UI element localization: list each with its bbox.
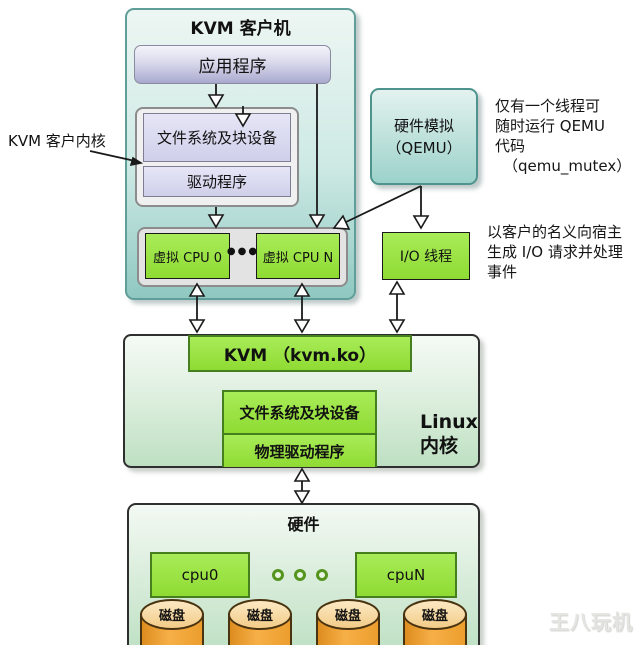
- guest-driver-box: 驱动程序: [143, 166, 291, 197]
- ellipsis-dots: ●●●: [226, 246, 260, 257]
- virtual-cpu0-box: 虚拟 CPU 0: [145, 233, 230, 279]
- watermark: 王八玩机: [549, 610, 633, 634]
- arrow-qemu-to-vcpu: [345, 185, 422, 223]
- qemu-note-line1: 仅有一个线程可: [495, 97, 601, 115]
- qemu-box-line2: （QEMU）: [386, 138, 462, 157]
- linux-kernel-label: Linux 内核: [420, 410, 482, 458]
- guest-filesystem-box: 文件系统及块设备: [143, 113, 291, 162]
- qemu-note-line2: 随时运行 QEMU: [495, 117, 605, 135]
- io-thread-box: I/O 线程: [382, 232, 470, 280]
- guest-kernel-label: KVM 客户内核: [8, 132, 106, 150]
- application-box: 应用程序: [134, 45, 331, 84]
- io-note-line1: 以客户的名义向宿主: [487, 223, 623, 241]
- hardware-title: 硬件: [287, 515, 320, 534]
- disk-label: 磁盘: [403, 599, 467, 630]
- linux-filesystem-box: 文件系统及块设备: [224, 392, 375, 435]
- qemu-box: 硬件模拟 （QEMU）: [370, 88, 478, 185]
- linux-driver-box: 物理驱动程序: [224, 435, 375, 467]
- qemu-note: 仅有一个线程可 随时运行 QEMU 代码 （qemu_mutex）: [495, 96, 640, 176]
- cpuN-box: cpuN: [355, 552, 457, 598]
- virtual-cpuN-box: 虚拟 CPU N: [256, 233, 340, 279]
- io-note: 以客户的名义向宿主 生成 I/O 请求并处理 事件: [487, 222, 639, 282]
- cpu-dot-icon: [272, 569, 284, 581]
- qemu-box-line1: 硬件模拟: [393, 116, 454, 135]
- arrowhead-icon: [293, 319, 311, 334]
- io-note-line2: 生成 I/O 请求并处理: [487, 243, 623, 261]
- arrowhead-icon: [388, 280, 406, 295]
- linux-kernel-label-line1: Linux: [420, 411, 478, 433]
- arrowhead-icon: [293, 490, 311, 505]
- kvm-module-bar: KVM （kvm.ko）: [188, 335, 412, 372]
- kvm-guest-title: KVM 客户机: [190, 19, 291, 39]
- cpu-dot-icon: [316, 569, 328, 581]
- linux-stack: 文件系统及块设备 物理驱动程序: [222, 390, 377, 467]
- arrowhead-icon: [188, 319, 206, 334]
- disk-label: 磁盘: [140, 599, 204, 630]
- qemu-note-line4: （qemu_mutex）: [503, 157, 632, 175]
- arrowhead-icon: [412, 215, 430, 230]
- arrowhead-icon: [388, 319, 406, 334]
- cpu0-box: cpu0: [150, 552, 250, 598]
- linux-kernel-label-line2: 内核: [420, 435, 459, 457]
- qemu-note-line3: 代码: [495, 137, 526, 155]
- disk-label: 磁盘: [228, 599, 292, 630]
- cpu-dot-icon: [294, 569, 306, 581]
- disk-label: 磁盘: [316, 599, 380, 630]
- io-note-line3: 事件: [487, 263, 518, 281]
- arrowhead-icon: [293, 467, 311, 482]
